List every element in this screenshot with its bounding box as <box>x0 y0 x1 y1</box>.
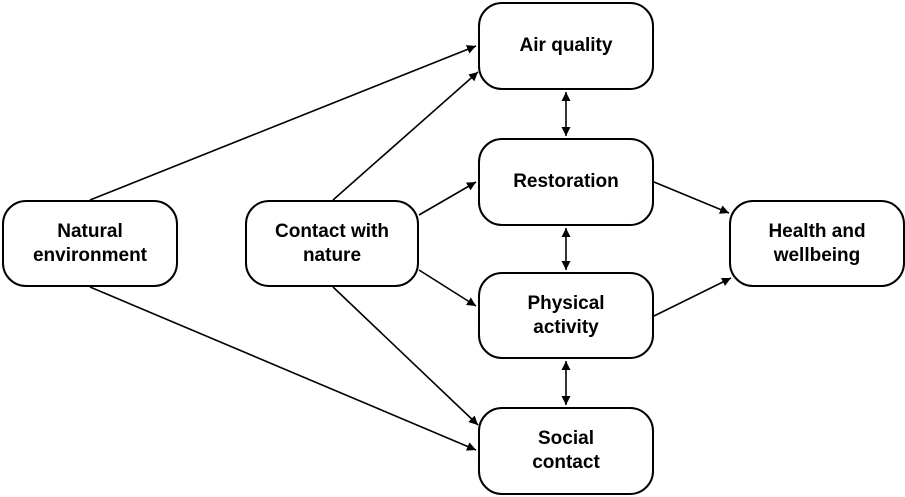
node-air-quality: Air quality <box>478 2 654 90</box>
edge-restoration-to-health-and-wellbeing <box>653 181 730 214</box>
node-physical-activity: Physical activity <box>478 272 654 359</box>
node-social-contact: Social contact <box>478 407 654 495</box>
node-natural-environment-label: Natural environment <box>32 220 148 266</box>
node-natural-environment: Natural environment <box>2 200 178 287</box>
node-health-and-wellbeing-label: Health and wellbeing <box>768 220 866 266</box>
node-social-contact-label: Social contact <box>532 428 600 473</box>
node-air-quality-label: Air quality <box>519 35 613 56</box>
edge-contact-with-nature-to-physical-activity <box>418 269 477 307</box>
node-contact-with-nature-label: Contact with nature <box>275 220 389 266</box>
edge-contact-with-nature-to-social-contact <box>332 286 479 426</box>
edge-physical-activity-to-health-and-wellbeing <box>653 277 732 317</box>
node-health-and-wellbeing: Health and wellbeing <box>729 200 905 287</box>
edge-natural-environment-to-social-contact <box>89 286 477 451</box>
edge-contact-with-nature-to-restoration <box>418 181 477 216</box>
node-restoration-label: Restoration <box>513 171 619 192</box>
node-contact-with-nature: Contact with nature <box>245 200 419 287</box>
edge-contact-with-nature-to-air-quality <box>332 71 479 201</box>
edge-natural-environment-to-air-quality <box>89 45 477 201</box>
node-physical-activity-label: Physical activity <box>527 292 605 338</box>
node-restoration: Restoration <box>478 138 654 226</box>
